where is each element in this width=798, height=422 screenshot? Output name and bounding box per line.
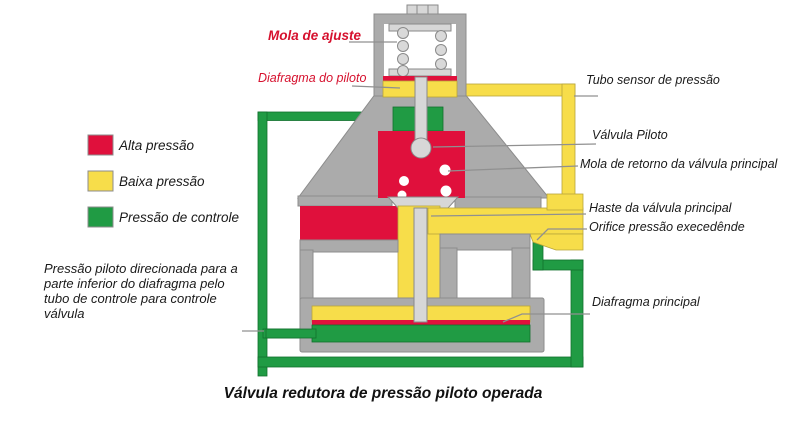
legend-label-control-pressure: Pressão de controle <box>119 210 239 225</box>
legend: Alta pressão Baixa pressão Pressão de co… <box>87 134 239 228</box>
diagram-title: Válvula redutora de pressão piloto opera… <box>224 385 543 402</box>
label-pilot-valve: Válvula Piloto <box>592 128 668 142</box>
spring-plate-top <box>388 23 452 32</box>
label-excess-orifice: Orifice pressão execedênde <box>589 220 745 234</box>
label-main-diaphragm: Diafragma principal <box>592 295 701 309</box>
legend-swatch-control-pressure <box>87 206 114 228</box>
leader-pilot-valve <box>432 143 597 148</box>
note-paragraph: Pressão piloto direcionada para a parte … <box>43 261 238 321</box>
leader-main-diaphragm <box>502 313 590 323</box>
excess-orifice-shape <box>529 233 584 251</box>
label-main-stem: Haste da válvula principal <box>589 201 733 215</box>
note-line-3: tubo de controle para controle <box>44 291 217 306</box>
lower-body <box>299 233 531 305</box>
leader-pilot-diaphragm <box>351 85 401 89</box>
high-pressure-region <box>300 131 465 240</box>
diaphragm-lower-green <box>311 324 531 343</box>
legend-label-high-pressure: Alta pressão <box>118 138 195 153</box>
note-line-1: Pressão piloto direcionada para a <box>44 261 238 276</box>
label-sensor-tube: Tubo sensor de pressão <box>586 73 720 87</box>
outlet-pipe <box>397 193 584 323</box>
note-line-2: parte inferior do diafragma pelo <box>43 276 225 291</box>
legend-swatch-low-pressure <box>87 170 114 192</box>
body-ledge-left <box>297 195 393 207</box>
leader-lines <box>242 41 598 332</box>
leader-return-spring <box>447 165 579 172</box>
note-line-4: válvula <box>44 306 84 321</box>
leader-main-stem <box>430 213 587 217</box>
label-return-spring: Mola de retorno da válvula principal <box>580 157 779 171</box>
main-valve-stem <box>413 207 428 323</box>
pilot-stem <box>414 76 428 141</box>
legend-label-low-pressure: Baixa pressão <box>119 174 205 189</box>
label-pilot-diaphragm: Diafragma do piloto <box>258 71 366 85</box>
sensor-tube <box>454 83 576 199</box>
label-adjust-spring: Mola de ajuste <box>268 28 362 43</box>
legend-swatch-high-pressure <box>87 134 114 156</box>
leader-excess-orifice <box>536 228 587 241</box>
diaphragm-housing <box>265 297 545 353</box>
pilot-valve-ball <box>410 137 432 159</box>
